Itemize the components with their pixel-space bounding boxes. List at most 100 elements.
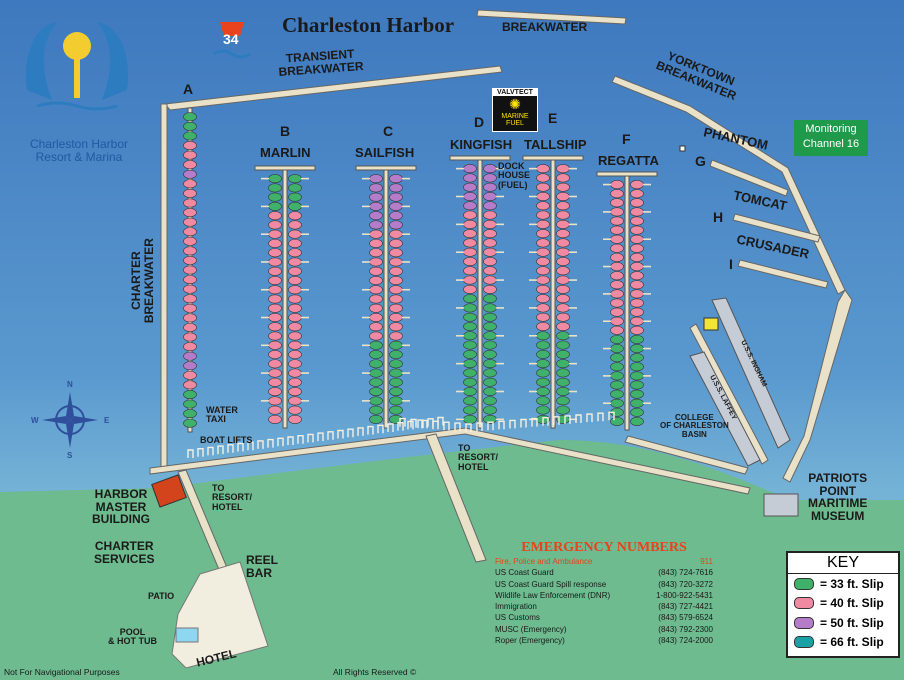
slip-marker bbox=[630, 207, 644, 217]
dock-d-letter: D bbox=[474, 114, 485, 130]
emergency-label: US Coast Guard bbox=[495, 568, 554, 578]
slip-marker bbox=[463, 349, 477, 359]
boat-lift bbox=[608, 411, 615, 421]
slip-finger bbox=[402, 205, 410, 208]
boat-lift bbox=[217, 445, 224, 455]
slip-marker bbox=[556, 340, 570, 350]
emergency-label: MUSC (Emergency) bbox=[495, 624, 567, 634]
slip-finger bbox=[456, 223, 464, 226]
slip-marker bbox=[630, 344, 644, 354]
monitoring-channel-badge: Monitoring Channel 16 bbox=[794, 120, 868, 156]
slip-marker bbox=[268, 350, 282, 360]
emergency-label: Fire, Police and Ambulance bbox=[495, 557, 593, 566]
key-row: = 33 ft. Slip bbox=[788, 574, 898, 594]
slip-marker bbox=[389, 266, 403, 276]
slip-finger bbox=[529, 390, 537, 393]
slip-marker bbox=[288, 257, 302, 267]
slip-finger bbox=[569, 418, 577, 421]
slip-marker bbox=[536, 331, 550, 341]
emergency-row: Immigration(843) 727-4421 bbox=[495, 601, 713, 612]
slip-marker bbox=[183, 284, 197, 294]
boat-lift bbox=[327, 431, 334, 440]
slip-marker bbox=[610, 207, 624, 217]
slip-finger bbox=[456, 279, 464, 281]
slip-marker bbox=[536, 377, 550, 387]
slip-marker bbox=[369, 192, 383, 202]
slip-marker bbox=[536, 368, 550, 378]
slip-finger bbox=[402, 288, 410, 291]
slip-finger bbox=[603, 265, 611, 268]
slip-marker bbox=[268, 313, 282, 323]
college-basin-pier bbox=[624, 435, 749, 475]
slip-marker bbox=[630, 353, 644, 363]
slip-finger bbox=[496, 307, 504, 309]
boat-lift bbox=[227, 444, 234, 453]
slip-marker bbox=[183, 246, 197, 256]
harbor-master-building bbox=[151, 474, 187, 508]
slip-marker bbox=[268, 266, 282, 276]
slip-finger bbox=[261, 400, 269, 402]
key-swatch bbox=[794, 636, 814, 649]
key-label: = 40 ft. Slip bbox=[820, 596, 884, 611]
slip-marker bbox=[369, 368, 383, 378]
slip-marker bbox=[389, 303, 403, 313]
slip-marker bbox=[268, 322, 282, 332]
slip-marker bbox=[556, 192, 570, 202]
slip-marker bbox=[369, 405, 383, 415]
slip-marker bbox=[630, 407, 644, 417]
breakwater-top-label: BREAKWATER bbox=[502, 20, 588, 34]
dock-head bbox=[522, 155, 584, 161]
boat-lift bbox=[421, 419, 428, 429]
slip-marker bbox=[630, 380, 644, 390]
slip-finger bbox=[496, 334, 504, 337]
slip-marker bbox=[183, 179, 197, 189]
slip-marker bbox=[389, 322, 403, 332]
slip-marker bbox=[610, 280, 624, 290]
slip-marker bbox=[463, 414, 477, 424]
slip-marker bbox=[183, 217, 197, 227]
mooring-marker bbox=[679, 145, 686, 152]
dock-b-letter: B bbox=[280, 123, 291, 139]
dock-head bbox=[355, 165, 417, 171]
slip-finger bbox=[569, 390, 577, 393]
slip-marker bbox=[630, 180, 644, 190]
harbor-master-label: HARBOR MASTER BUILDING bbox=[92, 487, 150, 527]
boat-lift bbox=[377, 424, 384, 434]
slip-finger bbox=[402, 261, 410, 263]
slip-marker bbox=[268, 368, 282, 378]
boat-lift bbox=[597, 412, 604, 422]
dock-pier bbox=[550, 159, 556, 429]
boat-lift bbox=[476, 422, 483, 432]
slip-marker bbox=[268, 331, 282, 341]
slip-finger bbox=[603, 375, 611, 377]
key-swatch bbox=[794, 616, 814, 629]
slip-marker bbox=[483, 321, 497, 331]
emergency-row: US Coast Guard(843) 724-7616 bbox=[495, 567, 713, 578]
slip-finger bbox=[569, 167, 577, 170]
key-row: = 66 ft. Slip bbox=[788, 633, 898, 653]
dock-g-letter: G bbox=[695, 153, 706, 169]
boat-lift bbox=[465, 423, 472, 432]
slip-marker bbox=[556, 405, 570, 415]
slip-marker bbox=[463, 368, 477, 378]
slip-marker bbox=[556, 247, 570, 257]
slip-marker bbox=[288, 322, 302, 332]
slip-marker bbox=[556, 219, 570, 229]
slip-marker bbox=[268, 377, 282, 387]
slip-marker bbox=[268, 248, 282, 258]
slip-marker bbox=[369, 266, 383, 276]
slip-marker bbox=[389, 377, 403, 387]
slip-marker bbox=[389, 201, 403, 211]
slip-marker bbox=[183, 351, 197, 361]
slip-marker bbox=[288, 192, 302, 202]
slip-marker bbox=[183, 265, 197, 275]
slip-marker bbox=[536, 182, 550, 192]
slip-finger bbox=[301, 205, 309, 208]
slip-marker bbox=[183, 409, 197, 419]
slip-marker bbox=[463, 247, 477, 257]
footer-copyright: All Rights Reserved © bbox=[333, 667, 417, 677]
emergency-label: Roper (Emergency) bbox=[495, 636, 565, 646]
slip-marker bbox=[556, 173, 570, 183]
slip-marker bbox=[630, 289, 644, 299]
